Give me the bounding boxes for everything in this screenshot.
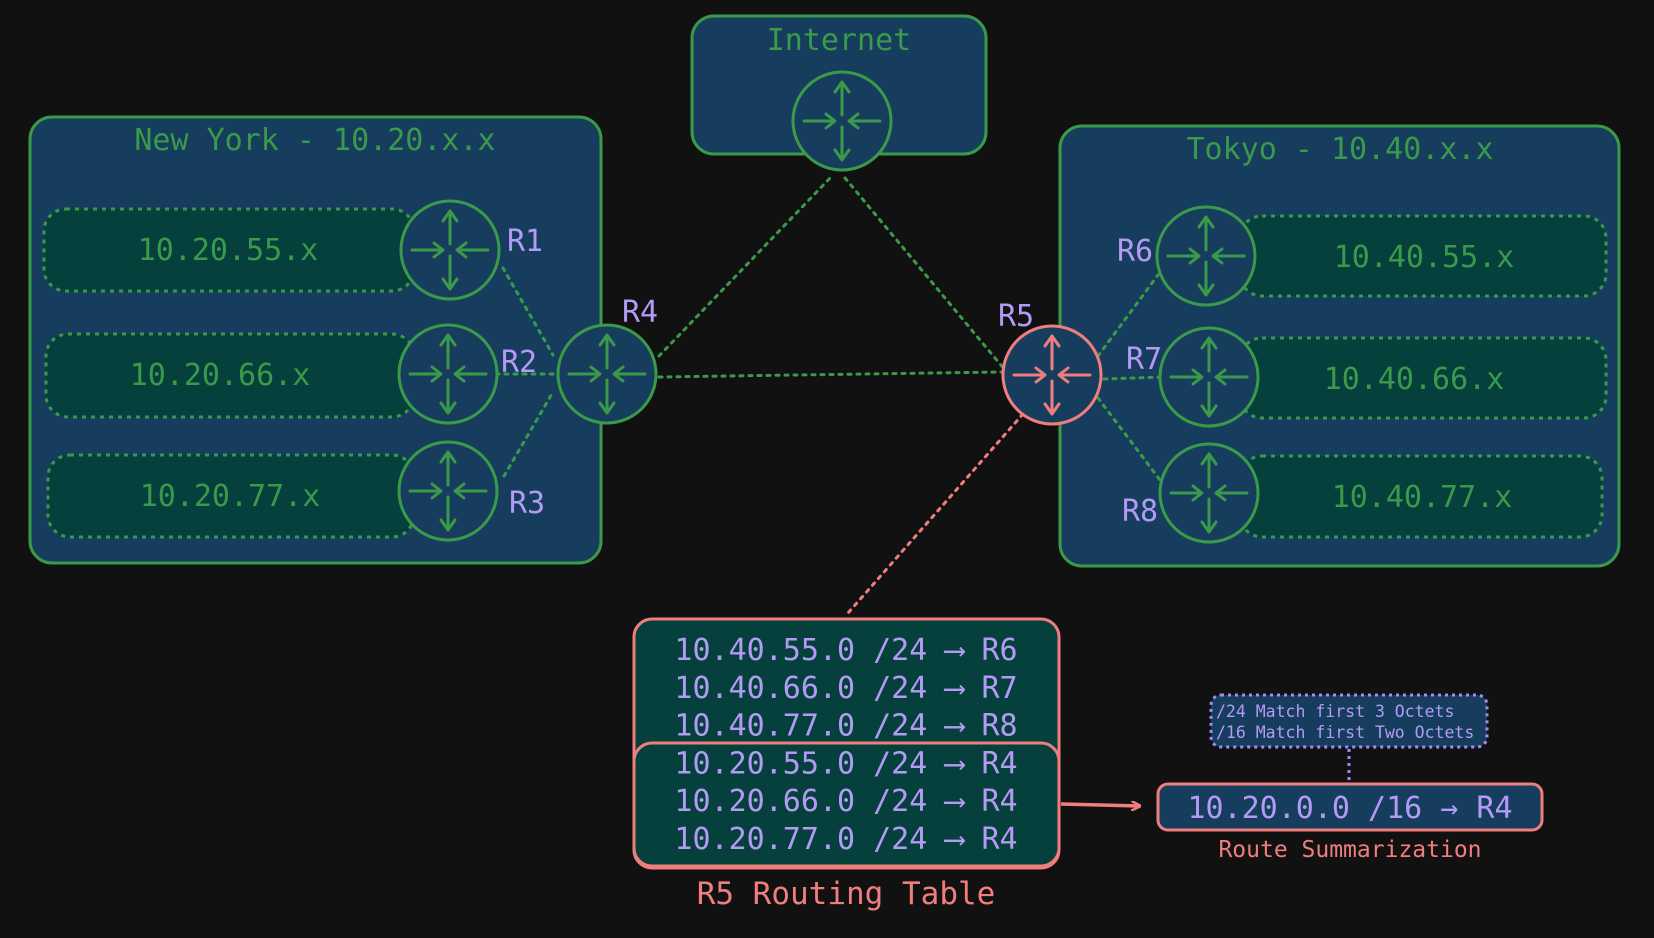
routing-table-caption: R5 Routing Table	[697, 876, 996, 912]
router-label-r3: R3	[509, 486, 545, 521]
subnet-label: 10.20.66.x	[130, 358, 311, 393]
subnet-pill-tokyo-77: 10.40.77.x	[1238, 454, 1604, 539]
router-label-r7: R7	[1126, 342, 1162, 377]
links	[494, 174, 1164, 482]
routers	[397, 70, 1260, 544]
router-labels: R1 R2 R3 R4 R5 R6 R7 R8	[501, 224, 1162, 529]
subnet-label: 10.40.66.x	[1324, 362, 1505, 397]
router-internet-icon	[791, 70, 893, 172]
router-label-r8: R8	[1122, 494, 1158, 529]
subnet-pill-ny-66: 10.20.66.x	[44, 332, 416, 419]
subnet-pill-tokyo-66: 10.40.66.x	[1238, 336, 1608, 420]
link-r1-r4	[501, 266, 555, 357]
router-label-r5: R5	[998, 299, 1034, 334]
link-r3-r4	[502, 390, 555, 478]
link-r5-r6	[1096, 273, 1160, 358]
subnet-label: 10.40.55.x	[1334, 240, 1515, 275]
subnet-label: 10.20.55.x	[138, 233, 319, 268]
router-label-r1: R1	[507, 224, 543, 259]
router-r3-icon	[397, 440, 499, 542]
summarized-route-entry: 10.20.0.0 /16 → R4	[1187, 791, 1512, 826]
prefix-note: /24 Match first 3 Octets /16 Match first…	[1209, 693, 1489, 782]
link-r4-r5	[657, 370, 1003, 379]
region-title-new-york: New York - 10.20.x.x	[134, 123, 495, 158]
router-label-r4: R4	[622, 295, 658, 330]
subnet-pill-ny-77: 10.20.77.x	[46, 453, 416, 539]
routing-table-row: 10.40.77.0 /24 ⟶ R8	[674, 709, 1017, 744]
router-label-r6: R6	[1117, 234, 1153, 269]
region-title-internet: Internet	[767, 23, 912, 58]
link-r5-routing-table	[846, 412, 1025, 615]
link-internet-r5	[843, 176, 1007, 372]
router-r8-icon	[1158, 442, 1260, 544]
routing-table-row: 10.20.55.0 /24 ⟶ R4	[674, 746, 1017, 781]
link-r5-r7	[1102, 375, 1164, 381]
summarization-caption: Route Summarization	[1218, 837, 1481, 863]
subnet-pill-ny-55: 10.20.55.x	[42, 207, 416, 293]
routing-table-summarizable-group	[632, 741, 1061, 868]
subnet-label: 10.40.77.x	[1332, 480, 1513, 515]
link-r5-r8	[1096, 396, 1162, 482]
prefix-note-line-2: /16 Match first Two Octets	[1216, 723, 1474, 742]
prefix-note-line-1: /24 Match first 3 Octets	[1216, 702, 1454, 721]
router-r7-icon	[1158, 326, 1260, 428]
routing-table-row: 10.40.55.0 /24 ⟶ R6	[674, 633, 1017, 668]
router-r4-icon	[556, 323, 658, 425]
router-r2-icon	[397, 323, 499, 425]
routing-table-row: 10.40.66.0 /24 ⟶ R7	[674, 671, 1017, 706]
summarized-route: 10.20.0.0 /16 → R4 Route Summarization	[1156, 782, 1544, 863]
router-r1-icon	[399, 199, 501, 301]
router-label-r2: R2	[501, 345, 537, 380]
region-title-tokyo: Tokyo - 10.40.x.x	[1186, 132, 1493, 167]
subnet-label: 10.20.77.x	[140, 479, 321, 514]
link-r4-internet	[657, 174, 834, 358]
summarization-arrow	[1060, 804, 1140, 806]
routing-table-row: 10.20.66.0 /24 ⟶ R4	[674, 784, 1017, 819]
subnet-pill-tokyo-55: 10.40.55.x	[1238, 214, 1608, 298]
router-r5-icon	[1001, 324, 1103, 426]
routing-table-row: 10.20.77.0 /24 ⟶ R4	[674, 822, 1017, 857]
router-r6-icon	[1155, 205, 1257, 307]
